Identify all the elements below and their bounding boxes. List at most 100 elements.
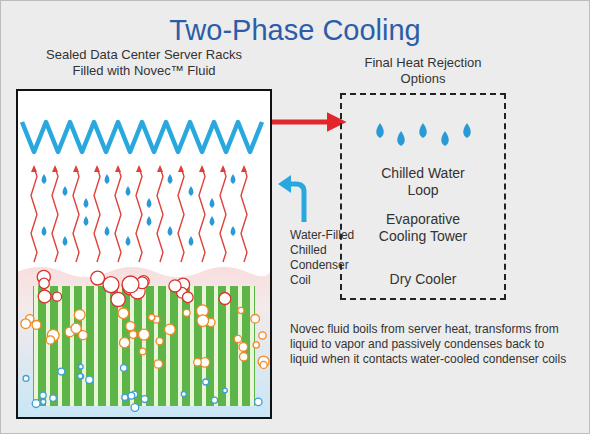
drop bbox=[63, 186, 68, 196]
bubble bbox=[219, 293, 231, 305]
vapor-line bbox=[199, 167, 205, 262]
bubble bbox=[255, 398, 262, 405]
drop bbox=[126, 236, 131, 246]
vapor-arrowhead bbox=[94, 165, 100, 172]
vapor-line bbox=[94, 167, 100, 262]
bubble bbox=[194, 358, 202, 366]
bubble bbox=[32, 400, 40, 408]
bubble bbox=[238, 307, 244, 313]
bubble bbox=[21, 319, 31, 329]
drop bbox=[84, 198, 89, 208]
drop bbox=[231, 226, 236, 236]
bubble bbox=[128, 392, 135, 399]
drop bbox=[84, 216, 89, 226]
bubble bbox=[239, 343, 248, 352]
vapor-line bbox=[136, 167, 142, 262]
bubble bbox=[71, 323, 81, 333]
bubble bbox=[181, 392, 186, 397]
drop bbox=[189, 236, 194, 246]
drop bbox=[397, 131, 405, 146]
bubble bbox=[122, 276, 139, 293]
tank-interior bbox=[16, 89, 272, 419]
vapor-line bbox=[73, 167, 79, 262]
option-label: Dry Cooler bbox=[367, 271, 479, 288]
drop bbox=[147, 198, 152, 208]
vapor-arrowhead bbox=[31, 165, 37, 172]
box-heading: Final Heat Rejection Options bbox=[353, 55, 493, 87]
vapor-arrowhead bbox=[241, 165, 247, 172]
drop bbox=[376, 123, 384, 138]
option-label: Evaporative Cooling Tower bbox=[367, 211, 479, 245]
bubble bbox=[122, 394, 128, 400]
bubble bbox=[91, 271, 105, 285]
condenser-coil bbox=[22, 122, 262, 152]
liquid-bath bbox=[17, 267, 271, 418]
vapor-arrowhead bbox=[115, 165, 121, 172]
condensate-drops bbox=[42, 174, 236, 246]
bubble bbox=[149, 314, 155, 320]
bubbles bbox=[21, 270, 269, 411]
bubble bbox=[211, 397, 217, 403]
vapor-line bbox=[31, 167, 37, 262]
drop bbox=[42, 174, 47, 184]
bubble bbox=[103, 277, 119, 293]
vapor-arrowhead bbox=[220, 165, 226, 172]
bubble bbox=[165, 324, 176, 335]
vapor-arrowhead bbox=[136, 165, 142, 172]
heat-flow-arrow bbox=[272, 120, 339, 125]
drop bbox=[105, 174, 110, 184]
drop bbox=[463, 123, 471, 138]
bubble bbox=[121, 365, 128, 372]
vapor-arrowhead bbox=[73, 165, 79, 172]
vapor-line bbox=[178, 167, 184, 262]
drop bbox=[189, 186, 194, 196]
bubble bbox=[240, 353, 248, 361]
bubble bbox=[253, 342, 259, 348]
bubble bbox=[259, 332, 266, 339]
note-text: Novec fluid boils from server heat, tran… bbox=[290, 322, 575, 367]
bubble bbox=[78, 374, 83, 379]
bubble bbox=[32, 321, 41, 330]
pointer-arrowhead bbox=[278, 175, 291, 193]
drop bbox=[231, 174, 236, 184]
vapor-line bbox=[115, 167, 121, 262]
coil-header bbox=[20, 119, 272, 125]
vapor-line bbox=[157, 167, 163, 262]
bubble bbox=[203, 379, 209, 385]
vapor-arrowhead bbox=[199, 165, 205, 172]
drop bbox=[210, 216, 215, 226]
bubble bbox=[118, 308, 129, 319]
bubble bbox=[129, 331, 137, 339]
server-boards bbox=[33, 286, 255, 406]
bubble bbox=[251, 315, 260, 324]
bubble bbox=[53, 292, 62, 301]
bubble bbox=[86, 376, 93, 383]
bubble bbox=[39, 278, 49, 288]
drop bbox=[105, 226, 110, 236]
heat-rejection-box: Final Heat Rejection OptionsChilled Wate… bbox=[340, 93, 506, 300]
bubble bbox=[154, 360, 162, 368]
vapor-arrowhead bbox=[52, 165, 58, 172]
drop bbox=[42, 226, 47, 236]
bubble bbox=[38, 290, 51, 303]
drop bbox=[168, 226, 173, 236]
option-label: Chilled Water Loop bbox=[367, 165, 479, 199]
bubble bbox=[40, 392, 46, 398]
drop bbox=[419, 123, 427, 138]
vapor-line bbox=[52, 167, 58, 262]
bubble bbox=[183, 292, 194, 303]
drop bbox=[63, 236, 68, 246]
drop bbox=[126, 186, 131, 196]
bubble bbox=[120, 338, 130, 348]
bubble bbox=[126, 322, 135, 331]
vapor-lines bbox=[31, 165, 247, 262]
bubble bbox=[139, 329, 150, 340]
bubble bbox=[223, 388, 228, 393]
bubble bbox=[23, 376, 29, 382]
vapor-line bbox=[220, 167, 226, 262]
bubble bbox=[74, 310, 85, 321]
drop bbox=[168, 174, 173, 184]
bubble bbox=[156, 338, 163, 345]
